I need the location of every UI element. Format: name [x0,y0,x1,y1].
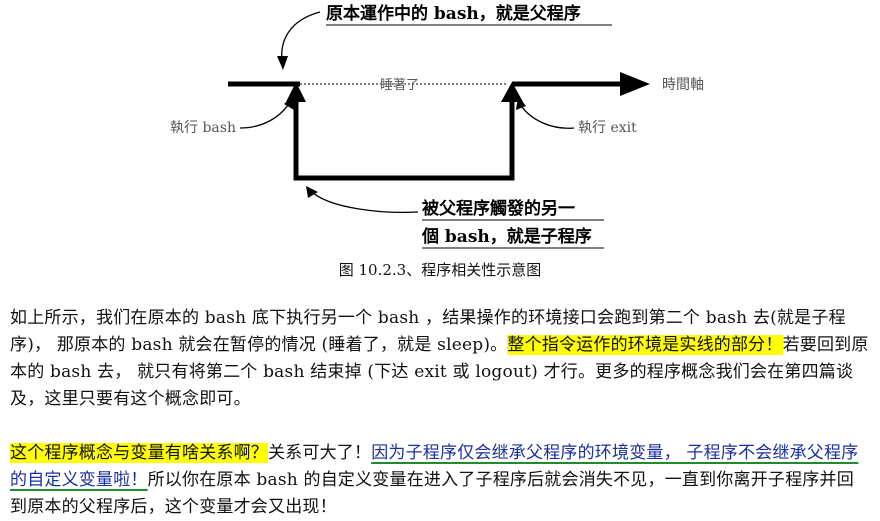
top-label-pointer [281,11,321,61]
child-start-arrow [286,82,306,102]
top-label: 原本運作中的 bash，就是父程序 [326,3,581,24]
exec-bash-label: 執行 bash [170,120,236,136]
paragraph-2-underlined: 因为子程序仅会继承父程序的环境变量， 子程序不会继承父程序的自定义变量啦！ [10,443,859,490]
paragraph-1-highlight: 整个指令运作的环境是实线的部分！ [507,335,783,355]
paragraph-1: 如上所示，我们在原本的 bash 底下执行另一个 bash ，结果操作的环境接口… [10,305,870,413]
child-label-line2: 個 bash，就是子程序 [421,226,592,247]
child-label-pointer [311,191,419,213]
exec-exit-pointer [519,103,575,129]
process-diagram: 原本運作中的 bash，就是父程序 睡著了 時間軸 執行 bash 執行 exi… [170,3,704,249]
time-axis-label: 時間軸 [662,77,704,93]
paragraph-1-text-b: 若要回到原本的 bash 去， 就只有将第二个 bash 结束掉 (下达 exi… [10,335,869,409]
paragraph-2-text-b: 所以你在原本 bash 的自定义变量在进入了子程序后就会消失不见，一直到你离开子… [10,470,854,517]
paragraph-2-text-a: 关系可大了！ [268,443,372,463]
time-arrow-head [620,72,650,96]
child-process-path [293,88,515,181]
paragraph-1-text-a: 如上所示，我们在原本的 bash 底下执行另一个 bash ，结果操作的环境接口… [10,308,846,355]
paragraph-2: 这个程序概念与变量有啥关系啊？关系可大了！因为子程序仅会继承父程序的环境变量， … [10,440,870,521]
exec-bash-pointer [239,101,291,129]
sleeping-label: 睡著了 [380,78,419,93]
child-label-line1: 被父程序觸發的另一 [422,198,575,219]
paragraph-2-highlight: 这个程序概念与变量有啥关系啊？ [10,443,268,463]
exec-exit-label: 執行 exit [578,120,637,136]
figure-caption: 图 10.2.3、程序相关性示意图 [338,261,542,279]
child-end-arrow [501,82,523,102]
